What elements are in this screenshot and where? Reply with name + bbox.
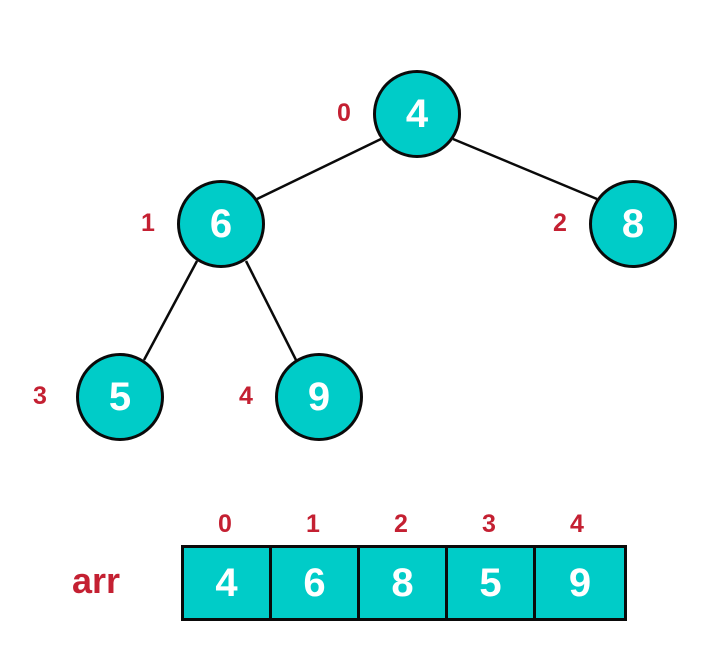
tree-node-1[interactable]: 6 (177, 180, 265, 268)
tree-node-3[interactable]: 5 (76, 353, 164, 441)
tree-area: 4 0 6 1 8 2 5 3 9 4 (33, 70, 677, 441)
array-cell-1[interactable]: 6 (272, 548, 360, 618)
tree-node-3-index: 3 (33, 382, 47, 410)
array-cell-4-value: 9 (568, 561, 592, 605)
array-cell-3-value: 5 (479, 561, 502, 605)
tree-edge-0-2 (452, 137, 598, 201)
tree-node-3-value: 5 (108, 375, 132, 419)
tree-edges (142, 137, 598, 361)
tree-edge-0-1 (256, 137, 382, 201)
tree-node-4-value: 9 (307, 375, 331, 419)
tree-edge-1-3 (142, 260, 199, 361)
tree-node-0-index: 0 (337, 99, 351, 127)
array-cell-4[interactable]: 9 (536, 548, 624, 618)
tree-edge-1-4 (244, 260, 298, 361)
tree-node-1-value: 6 (209, 202, 233, 246)
array-cell-0-value: 4 (215, 561, 238, 605)
tree-node-1-index: 1 (141, 209, 155, 237)
array-index-2: 2 (394, 510, 408, 538)
tree-node-0-value: 4 (405, 92, 429, 136)
array-cell-3[interactable]: 5 (448, 548, 536, 618)
array-cells: 4 6 8 5 9 (181, 545, 627, 621)
array-cell-1-value: 6 (303, 561, 326, 605)
tree-node-2-value: 8 (621, 202, 645, 246)
array-index-0: 0 (218, 510, 232, 538)
array-index-1: 1 (306, 510, 320, 538)
tree-node-4[interactable]: 9 (275, 353, 363, 441)
tree-node-0[interactable]: 4 (373, 70, 461, 158)
tree-node-2[interactable]: 8 (589, 180, 677, 268)
tree-node-2-index: 2 (553, 209, 567, 237)
array-cell-0[interactable]: 4 (184, 548, 272, 618)
array-cell-2-value: 8 (391, 561, 414, 605)
array-index-4: 4 (570, 510, 584, 538)
tree-node-4-index: 4 (239, 382, 253, 410)
array-index-3: 3 (482, 510, 496, 538)
array-cell-2[interactable]: 8 (360, 548, 448, 618)
array-label: arr (72, 560, 121, 601)
